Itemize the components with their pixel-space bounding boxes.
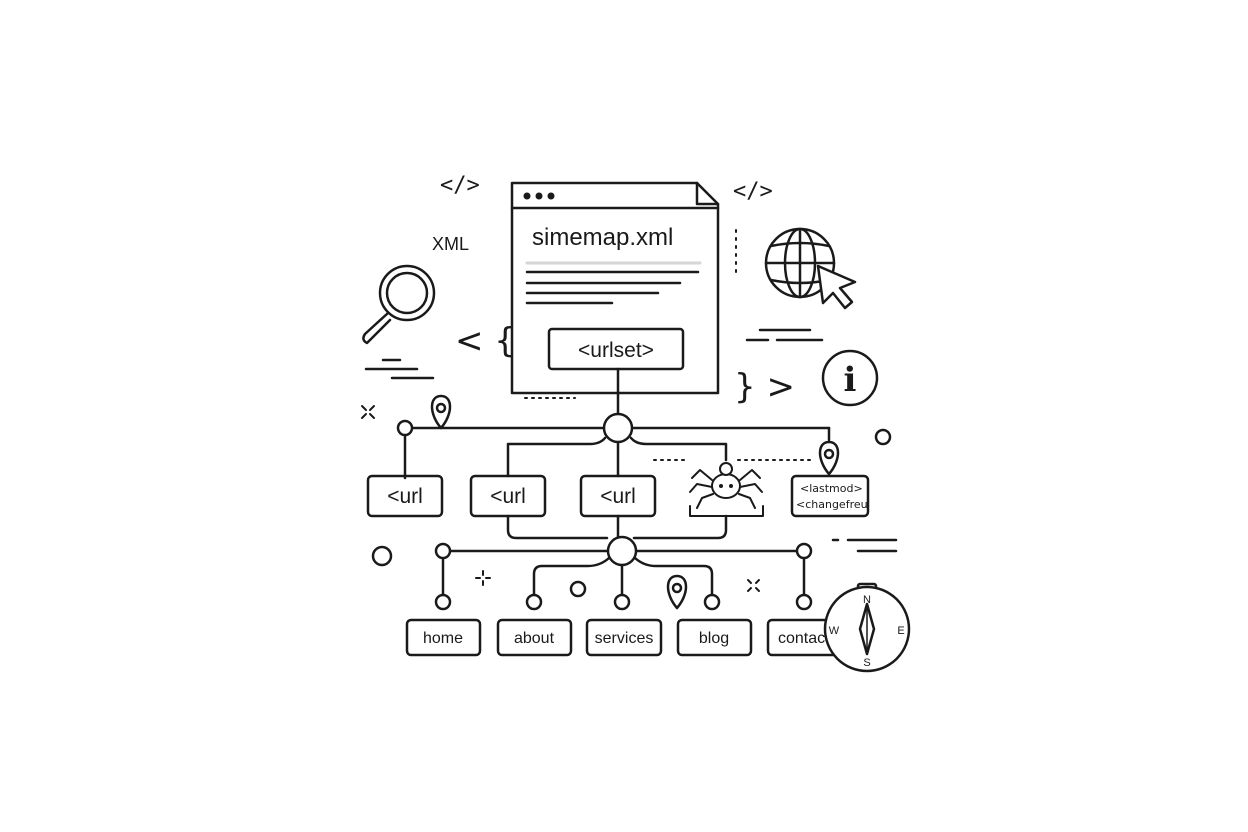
document-title: simemap.xml — [532, 224, 673, 251]
brace-left: < { — [455, 321, 516, 361]
page-node-services: services — [585, 618, 663, 657]
svg-text:blog: blog — [699, 630, 729, 647]
svg-text:about: about — [514, 630, 555, 647]
tree-dot — [795, 593, 813, 611]
decorative-dashes-left — [364, 358, 435, 380]
compass-icon: N S E W — [823, 582, 911, 673]
tree-dot — [434, 593, 452, 611]
svg-text:contac: contac — [778, 630, 825, 647]
tree-dot — [795, 542, 813, 560]
sitemap-document-window: simemap.xml <urlset> — [510, 181, 720, 399]
compass-w: W — [829, 625, 840, 637]
svg-text:<url: <url — [490, 485, 526, 508]
spider-crawler-icon — [689, 462, 764, 517]
map-pin-icon — [430, 394, 452, 430]
brace-right: } > — [734, 367, 795, 407]
window-dots-icon — [523, 192, 555, 200]
sparkle-icon — [747, 579, 760, 592]
magnifier-icon — [362, 264, 436, 345]
metadata-box: <lastmod> <changefreu — [790, 474, 870, 518]
sparkle-icon — [361, 405, 375, 419]
url-node: <url — [469, 474, 547, 518]
metadata-lastmod: <lastmod> — [800, 482, 863, 495]
cursor-icon — [816, 264, 857, 310]
decorative-circle — [874, 428, 892, 446]
page-node-blog: blog — [676, 618, 753, 657]
tree-dot-left — [396, 419, 414, 437]
compass-s: S — [863, 657, 870, 669]
globe-icon — [764, 227, 836, 299]
compass-e: E — [897, 625, 904, 637]
hub-node-level-1 — [602, 412, 634, 444]
svg-text:services: services — [595, 630, 654, 647]
decorative-circle — [371, 545, 393, 567]
decorative-dashes-right-bottom — [831, 538, 898, 553]
tree-connectors-level-2 — [441, 514, 806, 596]
info-icon: i — [821, 349, 879, 407]
urlset-tag-box — [547, 327, 685, 371]
info-glyph: i — [844, 360, 857, 400]
hub-node-level-2 — [606, 535, 638, 567]
tree-dot — [613, 593, 631, 611]
tree-dot — [525, 593, 543, 611]
decorative-dashes-right-top — [745, 328, 824, 342]
tree-connectors-level-1 — [403, 367, 831, 480]
tree-dot — [434, 542, 452, 560]
metadata-changefreq: <changefreu — [796, 498, 868, 511]
xml-label: XML — [432, 234, 469, 254]
url-node: <url — [579, 474, 657, 518]
code-tag-left: </> — [440, 173, 480, 198]
plus-sparkle-icon — [475, 570, 491, 586]
page-node-about: about — [496, 618, 573, 657]
map-pin-icon — [666, 574, 688, 610]
tree-dot — [703, 593, 721, 611]
map-pin-icon — [818, 440, 840, 476]
svg-text:<url: <url — [387, 485, 423, 508]
page-node-home: home — [405, 618, 482, 657]
decorative-circle — [569, 580, 587, 598]
compass-n: N — [863, 594, 871, 606]
svg-text:home: home — [423, 630, 463, 647]
url-node: <url — [366, 474, 444, 518]
urlset-tag-label: <urlset> — [578, 339, 654, 362]
svg-text:<url: <url — [600, 485, 636, 508]
code-tag-right: </> — [733, 179, 773, 204]
